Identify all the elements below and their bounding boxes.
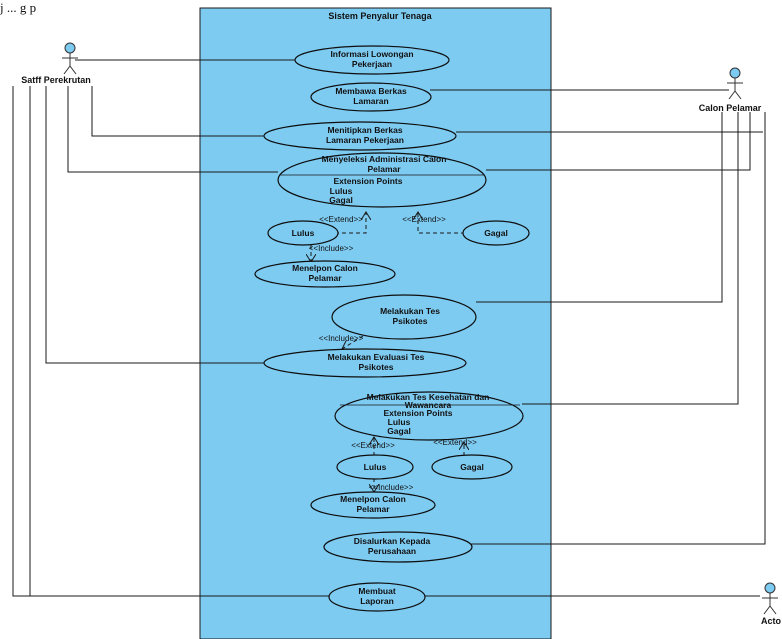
system-title: Sistem Penyalur Tenaga bbox=[328, 11, 432, 21]
svg-text:Gagal: Gagal bbox=[387, 426, 411, 436]
svg-text:<<Extend>>: <<Extend>> bbox=[433, 438, 477, 447]
actor-generic-label: Acto bbox=[761, 616, 782, 626]
svg-text:<<Include>>: <<Include>> bbox=[309, 244, 354, 253]
svg-text:Perusahaan: Perusahaan bbox=[368, 546, 416, 556]
actor-pelamar-label: Calon Pelamar bbox=[699, 103, 762, 113]
uc-membuat-laporan[interactable]: Membuat Laporan bbox=[328, 582, 426, 612]
uc-gagal-1[interactable]: Gagal bbox=[462, 220, 530, 246]
uc-menelpon-calon-2[interactable]: Menelpon Calon Pelamar bbox=[310, 491, 436, 519]
uc-evaluasi-psikotes[interactable]: Melakukan Evaluasi Tes Psikotes bbox=[263, 348, 467, 378]
psikotes-include-relation: <<Include>> bbox=[319, 334, 364, 349]
uc-lulus-2[interactable]: Lulus bbox=[336, 454, 414, 480]
svg-text:Pelamar: Pelamar bbox=[308, 273, 342, 283]
uc-disalurkan-perusahaan[interactable]: Disalurkan Kepada Perusahaan bbox=[323, 531, 473, 563]
uc-menelpon-calon-1[interactable]: Menelpon Calon Pelamar bbox=[254, 260, 396, 288]
svg-text:Pelamar: Pelamar bbox=[356, 504, 390, 514]
svg-text:Lulus: Lulus bbox=[330, 186, 353, 196]
svg-text:Disalurkan Kepada: Disalurkan Kepada bbox=[354, 536, 431, 546]
svg-text:Lulus: Lulus bbox=[388, 417, 411, 427]
svg-text:Laporan: Laporan bbox=[360, 596, 394, 606]
uc-tes-psikotes[interactable]: Melakukan Tes Psikotes bbox=[331, 294, 477, 340]
svg-text:Extension Points: Extension Points bbox=[384, 408, 453, 418]
svg-text:Lulus: Lulus bbox=[292, 228, 315, 238]
svg-text:<<Extend>>: <<Extend>> bbox=[402, 215, 446, 224]
svg-text:<<Extend>>: <<Extend>> bbox=[351, 441, 395, 450]
svg-text:Membuat: Membuat bbox=[358, 586, 395, 596]
svg-text:Psikotes: Psikotes bbox=[359, 362, 394, 372]
uc-gagal-2[interactable]: Gagal bbox=[431, 454, 513, 480]
uc-lulus-1[interactable]: Lulus bbox=[267, 220, 339, 246]
kesehatan-relations: <<Extend>> <<Extend>> <<Include>> bbox=[351, 437, 477, 492]
pelamar-associations bbox=[430, 89, 766, 545]
top-text-fragment: j ... g p bbox=[0, 0, 37, 15]
svg-text:<<Include>>: <<Include>> bbox=[369, 483, 414, 492]
svg-text:Melakukan Evaluasi Tes: Melakukan Evaluasi Tes bbox=[328, 352, 425, 362]
svg-text:Lulus: Lulus bbox=[364, 462, 387, 472]
uc-membawa-berkas[interactable]: Membawa Berkas Lamaran bbox=[310, 82, 432, 112]
svg-text:Extension Points: Extension Points bbox=[334, 176, 403, 186]
uc-menyeleksi-administrasi[interactable]: Menyeleksi Administrasi Calon Pelamar Ex… bbox=[277, 152, 487, 208]
svg-text:Gagal: Gagal bbox=[460, 462, 484, 472]
actor-staff[interactable]: Satff Perekrutan bbox=[21, 42, 91, 85]
svg-text:Melakukan Tes: Melakukan Tes bbox=[380, 306, 440, 316]
svg-text:<<Include>>: <<Include>> bbox=[319, 334, 364, 343]
svg-text:Pekerjaan: Pekerjaan bbox=[352, 59, 392, 69]
svg-text:Pelamar: Pelamar bbox=[367, 164, 401, 174]
svg-text:Melakukan Tes Kesehatan dan: Melakukan Tes Kesehatan dan bbox=[367, 392, 490, 402]
menyeleksi-relations: <<Extend>> <<Extend>> <<Include>> bbox=[309, 212, 465, 262]
actor-generic[interactable]: Acto bbox=[761, 582, 782, 626]
actor-staff-label: Satff Perekrutan bbox=[21, 75, 91, 85]
svg-text:Informasi Lowongan: Informasi Lowongan bbox=[330, 49, 413, 59]
svg-text:Menelpon Calon: Menelpon Calon bbox=[292, 263, 358, 273]
uc-informasi-lowongan[interactable]: Informasi Lowongan Pekerjaan bbox=[294, 45, 450, 75]
svg-text:Gagal: Gagal bbox=[329, 195, 353, 205]
svg-text:Menitipkan Berkas: Menitipkan Berkas bbox=[327, 125, 402, 135]
svg-text:Gagal: Gagal bbox=[484, 228, 508, 238]
svg-text:Lamaran Pekerjaan: Lamaran Pekerjaan bbox=[326, 135, 404, 145]
uc-menitipkan-berkas[interactable]: Menitipkan Berkas Lamaran Pekerjaan bbox=[263, 121, 457, 151]
svg-text:Membawa Berkas: Membawa Berkas bbox=[335, 86, 407, 96]
svg-text:Psikotes: Psikotes bbox=[393, 316, 428, 326]
svg-text:Lamaran: Lamaran bbox=[353, 96, 388, 106]
staff-associations bbox=[12, 59, 330, 597]
svg-text:Menyeleksi Administrasi Calon: Menyeleksi Administrasi Calon bbox=[322, 154, 447, 164]
svg-text:Menelpon Calon: Menelpon Calon bbox=[340, 494, 406, 504]
uc-tes-kesehatan-wawancara[interactable]: Melakukan Tes Kesehatan dan Wawancara Ex… bbox=[334, 391, 524, 441]
actor-pelamar[interactable]: Calon Pelamar bbox=[699, 67, 762, 113]
svg-text:<<Extend>>: <<Extend>> bbox=[319, 215, 363, 224]
